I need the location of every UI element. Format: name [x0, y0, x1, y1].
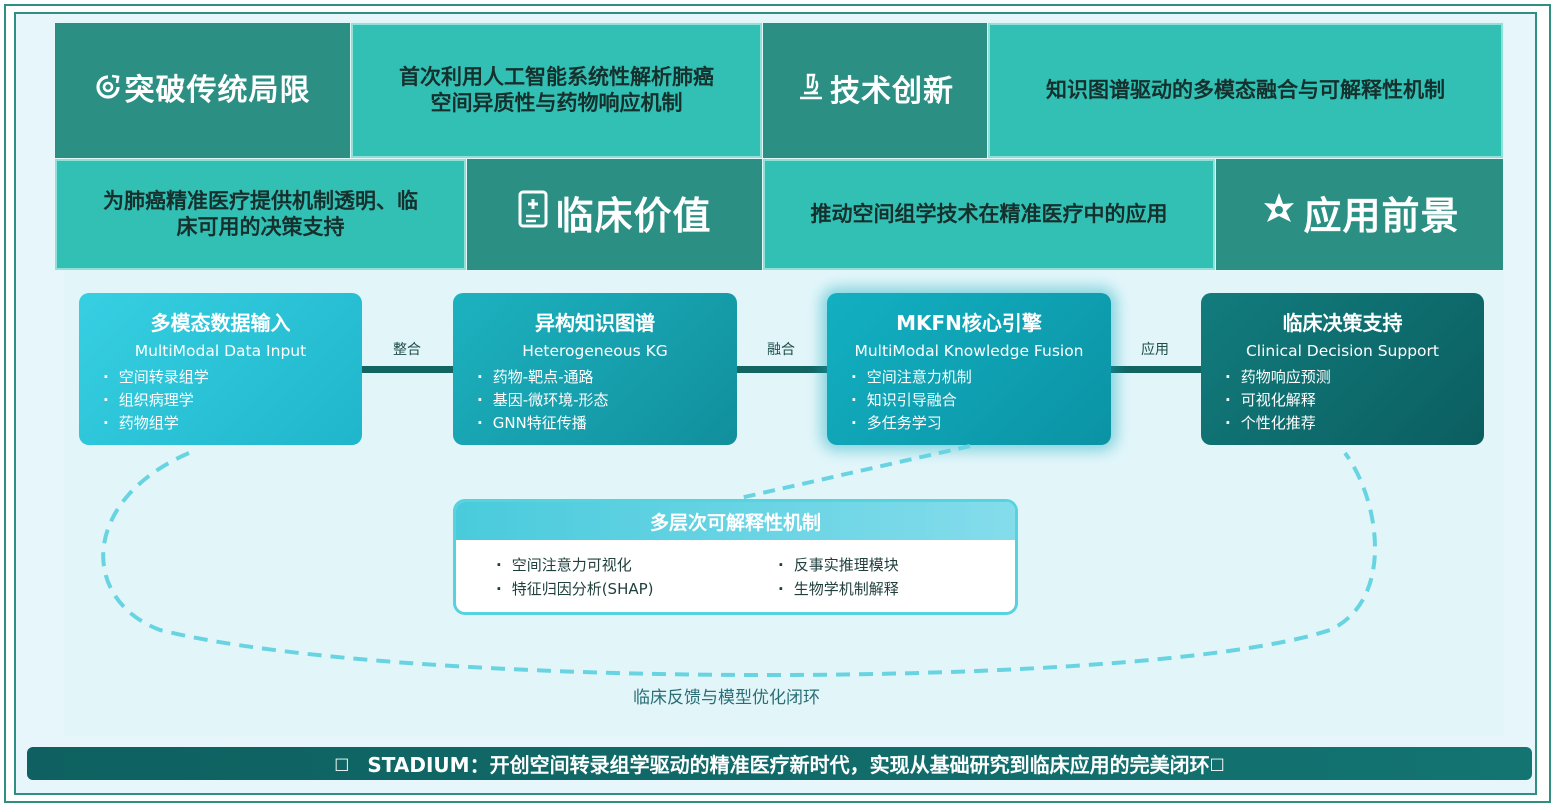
breakthrough-title: 突破传统局限 — [124, 72, 311, 108]
node-title: 多模态数据输入 — [150, 311, 291, 335]
node-item-list: 药物-靶点-通路 基因-微环境-形态 GNN特征传播 — [453, 366, 737, 435]
pipeline-node-data-input: 多模态数据输入 MultiModal Data Input 空间转录组学 组织病… — [79, 293, 362, 445]
interpretability-item: 空间注意力可视化 — [496, 554, 778, 576]
connector-bar-3 — [1108, 366, 1203, 373]
connector-label-apply: 应用 — [1141, 342, 1169, 358]
clinical-desc-line2: 床可用的决策支持 — [176, 214, 345, 239]
banner-text: STADIUM：开创空间转录组学驱动的精准医疗新时代，实现从基础研究到临床应用的… — [367, 753, 1210, 777]
connector-label-fuse: 融合 — [767, 342, 795, 358]
pipeline-node-knowledge-graph: 异构知识图谱 Heterogeneous KG 药物-靶点-通路 基因-微环境-… — [453, 293, 737, 445]
node-item: 药物-靶点-通路 — [477, 366, 737, 389]
interpretability-title: 多层次可解释性机制 — [456, 502, 1015, 540]
interpretability-link-path — [739, 444, 971, 500]
interpretability-item: 反事实推理模块 — [778, 554, 1015, 576]
node-item: 空间转录组学 — [103, 366, 362, 389]
node-item-list: 空间转录组学 组织病理学 药物组学 — [79, 366, 362, 435]
innovation-desc-tile: 知识图谱驱动的多模态融合与可解释性机制 — [988, 23, 1503, 158]
prospect-desc: 推动空间组学技术在精准医疗中的应用 — [810, 201, 1168, 226]
prospect-title: 应用前景 — [1303, 194, 1460, 239]
node-subtitle: Heterogeneous KG — [522, 342, 668, 360]
node-subtitle: Clinical Decision Support — [1245, 342, 1439, 360]
bottom-banner: □ STADIUM：开创空间转录组学驱动的精准医疗新时代，实现从基础研究到临床应… — [27, 747, 1532, 780]
innovation-title-tile: 技术创新 — [763, 23, 987, 158]
node-item: 知识引导融合 — [851, 389, 1111, 412]
node-item: 个性化推荐 — [1225, 412, 1484, 435]
breakthrough-desc-line2: 空间异质性与药物响应机制 — [430, 90, 683, 115]
interpretability-items: 空间注意力可视化 反事实推理模块 特征归因分析(SHAP) 生物学机制解释 — [456, 540, 1015, 600]
medical-report-icon — [517, 189, 551, 229]
clinical-title-tile: 临床价值 — [467, 159, 762, 270]
breakthrough-title-tile: 突破传统局限 — [55, 23, 350, 158]
node-item: 组织病理学 — [103, 389, 362, 412]
node-item: 多任务学习 — [851, 412, 1111, 435]
banner-tail-glyph: □ — [1209, 754, 1225, 773]
microscope-icon — [796, 71, 826, 101]
node-item: 药物响应预测 — [1225, 366, 1484, 389]
feedback-loop-label: 临床反馈与模型优化闭环 — [633, 688, 820, 708]
node-title: 异构知识图谱 — [535, 311, 655, 335]
node-item: 可视化解释 — [1225, 389, 1484, 412]
pipeline-node-clinical-support: 临床决策支持 Clinical Decision Support 药物响应预测 … — [1201, 293, 1484, 445]
node-title: 临床决策支持 — [1282, 311, 1403, 335]
interpretability-item: 生物学机制解释 — [778, 578, 1015, 600]
interpretability-box: 多层次可解释性机制 空间注意力可视化 反事实推理模块 特征归因分析(SHAP) … — [453, 499, 1018, 615]
clinical-desc-tile: 为肺癌精准医疗提供机制透明、临 床可用的决策支持 — [55, 159, 466, 270]
node-item: 药物组学 — [103, 412, 362, 435]
connector-bar-2 — [735, 366, 830, 373]
node-subtitle: MultiModal Data Input — [134, 342, 307, 360]
banner-lead-glyph: □ — [334, 754, 350, 773]
node-item: GNN特征传播 — [477, 412, 737, 435]
breakthrough-desc-tile: 首次利用人工智能系统性解析肺癌 空间异质性与药物响应机制 — [351, 23, 762, 158]
clinical-desc-line1: 为肺癌精准医疗提供机制透明、临 — [103, 189, 418, 214]
innovation-desc: 知识图谱驱动的多模态融合与可解释性机制 — [1046, 77, 1445, 102]
node-title: MKFN核心引擎 — [896, 311, 1042, 335]
node-item: 基因-微环境-形态 — [477, 389, 737, 412]
connector-bar-1 — [361, 366, 455, 373]
connector-label-integrate: 整合 — [393, 342, 421, 358]
breakthrough-desc-line1: 首次利用人工智能系统性解析肺癌 — [399, 65, 714, 90]
prospect-desc-tile: 推动空间组学技术在精准医疗中的应用 — [763, 159, 1215, 270]
feedback-loop-path — [101, 451, 1377, 677]
pipeline-node-mkfn-engine: MKFN核心引擎 MultiModal Knowledge Fusion 空间注… — [827, 293, 1111, 445]
innovation-title: 技术创新 — [830, 74, 954, 109]
node-item: 空间注意力机制 — [851, 366, 1111, 389]
node-subtitle: MultiModal Knowledge Fusion — [854, 342, 1084, 360]
sparkle-star-icon — [1259, 189, 1299, 229]
target-refresh-icon — [95, 74, 121, 100]
prospect-title-tile: 应用前景 — [1216, 159, 1503, 270]
node-item-list: 空间注意力机制 知识引导融合 多任务学习 — [827, 366, 1111, 435]
interpretability-item: 特征归因分析(SHAP) — [496, 578, 778, 600]
node-item-list: 药物响应预测 可视化解释 个性化推荐 — [1201, 366, 1484, 435]
clinical-title: 临床价值 — [555, 194, 712, 239]
